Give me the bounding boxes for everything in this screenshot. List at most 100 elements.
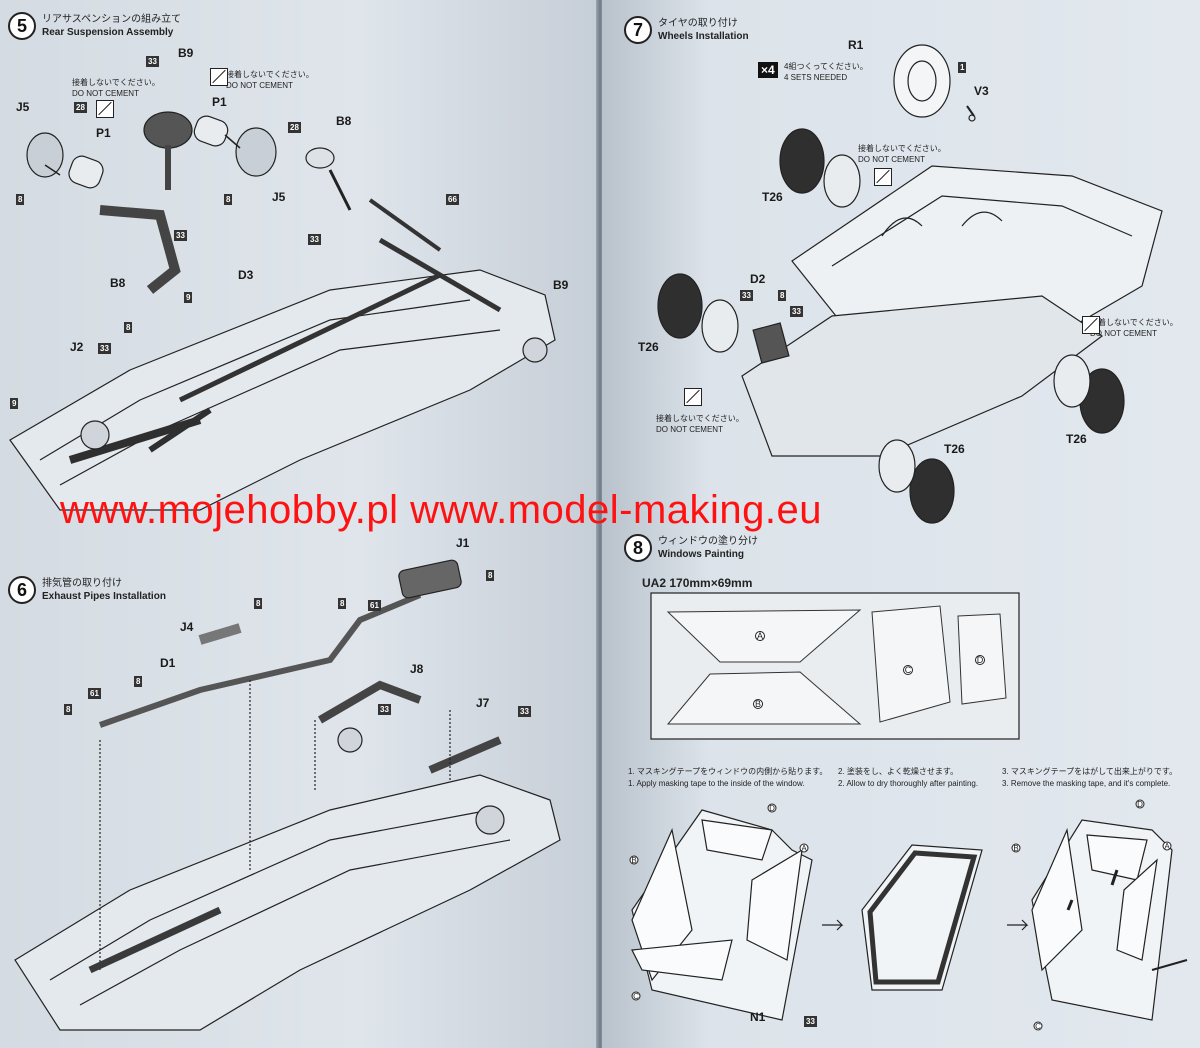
- rear-suspension-drawing: [9, 111, 556, 511]
- diagram-1-piece-B: B: [631, 856, 636, 865]
- step-5-number: 5: [8, 12, 36, 40]
- instruction-3-en: 3. Remove the masking tape, and it's com…: [1002, 779, 1171, 788]
- no-cement-note-en-3: DO NOT CEMENT: [858, 155, 925, 164]
- book-spine: [596, 0, 604, 1048]
- label-P1-left: P1: [96, 126, 111, 140]
- part-number-66: 66: [446, 194, 459, 205]
- label-B9-right: B9: [553, 278, 569, 292]
- label-J7: J7: [476, 696, 490, 710]
- part-number-61-left: 61: [88, 688, 101, 699]
- no-cement-note-jp-1: 接着しないでください。: [72, 78, 160, 87]
- part-number-33-arm: 33: [98, 343, 111, 354]
- mask-piece-D: D: [977, 655, 984, 665]
- step-8-number: 8: [624, 534, 652, 562]
- step-6-title-jp: 排気管の取り付け: [42, 578, 122, 589]
- step-6-header: 6 排気管の取り付け Exhaust Pipes Installation: [8, 576, 166, 604]
- diagram-3-piece-D: D: [1137, 800, 1143, 809]
- label-B8-left: B8: [110, 276, 126, 290]
- mask-piece-B: B: [755, 699, 761, 709]
- label-D2: D2: [750, 272, 766, 286]
- four-sets-badge: ×4: [758, 62, 778, 78]
- instruction-3-jp: 3. マスキングテープをはがして出来上がりです。: [1002, 767, 1178, 776]
- label-J1: J1: [456, 536, 470, 550]
- mask-sheet: A B C D: [650, 592, 1020, 740]
- part-number-33-j7: 33: [518, 706, 531, 717]
- part-number-8-arm: 8: [124, 322, 133, 333]
- wheels-installation-drawing: [657, 44, 1163, 524]
- no-cement-note-en-2: DO NOT CEMENT: [226, 81, 293, 90]
- part-number-8-pipe: 8: [338, 598, 347, 609]
- diagram-3-piece-B: B: [1013, 844, 1018, 853]
- step-5-header: 5 リアサスペンションの組み立て Rear Suspension Assembl…: [8, 12, 181, 40]
- step-7-number: 7: [624, 16, 652, 44]
- no-cement-icon: [96, 100, 114, 118]
- part-number-61-right: 61: [368, 600, 381, 611]
- step-7-title-jp: タイヤの取り付け: [658, 18, 738, 29]
- part-number-33-top: 33: [146, 56, 159, 67]
- part-number-33-window: 33: [804, 1016, 817, 1027]
- label-D3: D3: [238, 268, 254, 282]
- label-N1: N1: [750, 1010, 766, 1024]
- label-V3: V3: [974, 84, 989, 98]
- instruction-1-jp: 1. マスキングテープをウィンドウの内側から貼ります。: [628, 767, 828, 776]
- four-sets-note-jp: 4組つくってください。: [784, 62, 868, 71]
- four-sets-note-en: 4 SETS NEEDED: [784, 73, 848, 82]
- window-painting-diagram: D B A C D B A C: [629, 799, 1188, 1031]
- mask-sheet-title: UA2 170mm×69mm: [642, 576, 753, 590]
- step-8-title-jp: ウィンドウの塗り分け: [658, 536, 758, 547]
- label-J5-right: J5: [272, 190, 286, 204]
- diagram-1-piece-A: A: [801, 844, 807, 853]
- label-T26-top: T26: [762, 190, 783, 204]
- label-B9-top: B9: [178, 46, 194, 60]
- label-B8-right: B8: [336, 114, 352, 128]
- diagram-1-piece-C: C: [633, 992, 639, 1001]
- step-7-header: 7 タイヤの取り付け Wheels Installation: [624, 16, 749, 44]
- diagram-3-piece-A: A: [1164, 842, 1170, 851]
- part-number-28-right: 28: [288, 122, 301, 133]
- part-number-8-muffler: 8: [486, 570, 495, 581]
- part-number-33-shaft: 33: [308, 234, 321, 245]
- part-number-8-d2: 8: [778, 290, 787, 301]
- step-5-title-en: Rear Suspension Assembly: [42, 27, 174, 38]
- right-page: 7 タイヤの取り付け Wheels Installation ×4 4組つくって…: [602, 0, 1200, 1048]
- instruction-1-en: 1. Apply masking tape to the inside of t…: [628, 779, 805, 788]
- label-J4: J4: [180, 620, 194, 634]
- label-R1: R1: [848, 38, 864, 52]
- part-number-33-mid: 33: [174, 230, 187, 241]
- no-cement-note-jp-4: 接着しないでください。: [1090, 318, 1178, 327]
- mask-piece-A: A: [757, 631, 763, 641]
- part-number-33-d2-right: 33: [790, 306, 803, 317]
- left-page: 5 リアサスペンションの組み立て Rear Suspension Assembl…: [0, 0, 598, 1048]
- no-cement-note-jp-2: 接着しないでください。: [226, 70, 314, 79]
- label-T26-right: T26: [1066, 432, 1087, 446]
- step-7-title-en: Wheels Installation: [658, 31, 749, 42]
- step-8-title-en: Windows Painting: [658, 549, 745, 560]
- mask-piece-C: C: [905, 665, 912, 675]
- step-6-title-en: Exhaust Pipes Installation: [42, 591, 166, 602]
- no-cement-note-jp-3: 接着しないでください。: [858, 144, 946, 153]
- part-number-8-mid: 8: [224, 194, 233, 205]
- no-cement-icon: [874, 168, 892, 186]
- no-cement-icon: [210, 68, 228, 86]
- label-J8: J8: [410, 662, 424, 676]
- step-5-title-jp: リアサスペンションの組み立て: [42, 14, 182, 25]
- no-cement-note-jp-5: 接着しないでください。: [656, 414, 744, 423]
- part-number-8-left: 8: [16, 194, 25, 205]
- no-cement-icon: [1082, 316, 1100, 334]
- diagram-1-piece-D: D: [769, 804, 775, 813]
- no-cement-note-en-1: DO NOT CEMENT: [72, 89, 139, 98]
- part-number-8-j4: 8: [254, 598, 263, 609]
- label-T26-left: T26: [638, 340, 659, 354]
- instruction-2-jp: 2. 塗装をし、よく乾燥させます。: [838, 767, 959, 776]
- part-number-33-d2-left: 33: [740, 290, 753, 301]
- watermark-text: www.mojehobby.pl www.model-making.eu: [60, 488, 823, 532]
- part-number-8-d1: 8: [134, 676, 143, 687]
- no-cement-note-en-5: DO NOT CEMENT: [656, 425, 723, 434]
- part-number-1: 1: [958, 62, 967, 73]
- part-number-9-left: 9: [10, 398, 19, 409]
- label-P1-right: P1: [212, 95, 227, 109]
- no-cement-note-en-4: DO NOT CEMENT: [1090, 329, 1157, 338]
- label-J5-left: J5: [16, 100, 30, 114]
- part-number-28-left: 28: [74, 102, 87, 113]
- part-number-8-tip: 8: [64, 704, 73, 715]
